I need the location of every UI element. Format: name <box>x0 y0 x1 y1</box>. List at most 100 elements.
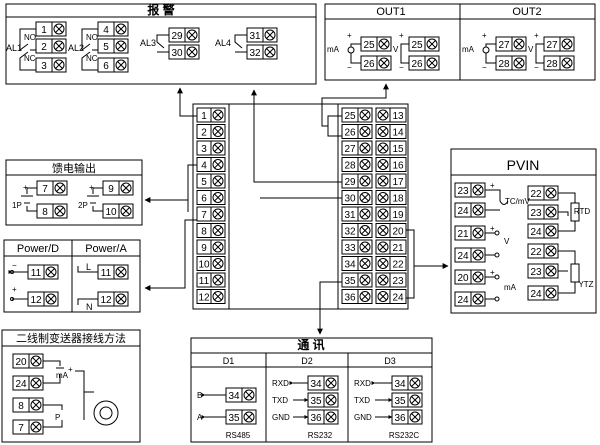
screw-head-icon <box>359 274 371 286</box>
screw-slot-icon <box>379 210 387 218</box>
output-terminal-number: 26 <box>363 59 375 70</box>
screw-slot-icon <box>117 295 125 303</box>
alarm-relay-label: AL1 <box>6 43 22 53</box>
screw-head-icon <box>212 192 224 203</box>
terminal-block-outline <box>192 103 409 310</box>
plus-sign: + <box>89 183 94 192</box>
twowire-box <box>1 329 141 443</box>
feed-terminal-number: 10 <box>105 207 117 218</box>
screw-head-icon <box>426 38 438 50</box>
comm-column-head: D1 <box>223 356 235 366</box>
alarm-terminal-number: 31 <box>249 31 261 42</box>
feed-wire <box>92 187 103 212</box>
relay-contact-wire <box>234 34 247 53</box>
terminal-number: 33 <box>344 243 356 254</box>
screw-slot-icon <box>361 276 369 284</box>
pvin-ma-label: mA <box>504 283 517 292</box>
screw-terminal-icon <box>357 239 373 255</box>
pvin-terminal-number: 20 <box>457 273 469 284</box>
alarm-terminal-number: 5 <box>103 42 109 53</box>
comm-standard-label: RS232 <box>308 431 333 440</box>
screw-terminal-icon <box>210 157 226 172</box>
output-meter-icon <box>347 46 355 54</box>
screw-slot-icon <box>547 267 555 275</box>
pvin-rtd-label: RTD <box>574 207 591 216</box>
terminal-number: 34 <box>344 260 356 271</box>
terminal-number: 13 <box>392 111 404 122</box>
feed-terminal-number: 7 <box>42 184 48 195</box>
relay-contact-wire <box>81 51 98 71</box>
screw-head-icon <box>545 265 557 277</box>
screw-head-icon <box>409 411 421 423</box>
screw-head-icon <box>359 126 371 137</box>
screw-terminal-icon <box>113 21 129 37</box>
screw-head-icon <box>212 109 224 121</box>
screw-terminal-icon <box>118 203 134 219</box>
transmitter-icon <box>93 400 119 426</box>
resistor-icon <box>570 202 580 222</box>
alarm-no-label: NO <box>86 33 98 42</box>
screw-terminal-icon <box>210 272 226 288</box>
screw-head-icon <box>53 59 65 71</box>
connector-wire <box>177 87 197 117</box>
screw-terminal-icon <box>210 256 226 271</box>
screw-head-icon <box>212 175 224 187</box>
screw-terminal-icon <box>424 55 440 71</box>
screw-head-icon <box>359 159 371 170</box>
pvin-terminal-number: 21 <box>457 229 469 240</box>
screw-head-icon <box>243 411 255 423</box>
screw-slot-icon <box>47 295 55 303</box>
connector-wire <box>144 219 197 291</box>
screw-head-icon <box>30 421 42 433</box>
pvin-terminal-number: 24 <box>530 227 542 238</box>
comm-signal-label: TXD <box>354 396 370 405</box>
comm-signal-label: B <box>197 391 202 400</box>
screw-terminal-icon <box>52 203 68 219</box>
power-wire <box>77 266 98 305</box>
power-n-label: N <box>86 302 93 312</box>
screw-slot-icon <box>55 25 63 33</box>
screw-slot-icon <box>361 127 369 136</box>
screw-slot-icon <box>214 243 222 251</box>
terminal-number: 16 <box>392 161 404 172</box>
screw-head-icon <box>359 291 371 302</box>
screw-head-icon <box>115 59 127 71</box>
screw-terminal-icon <box>113 57 129 73</box>
out1-title: OUT1 <box>376 6 405 18</box>
alarm-terminal-number: 2 <box>41 42 47 53</box>
screw-slot-icon <box>266 31 274 39</box>
screw-terminal-icon <box>357 107 373 123</box>
screw-head-icon <box>545 287 557 299</box>
screw-head-icon <box>212 258 224 269</box>
screw-terminal-icon <box>113 264 129 280</box>
screw-slot-icon <box>214 160 222 169</box>
screw-terminal-icon <box>262 27 278 43</box>
output-terminal-number: 26 <box>411 59 423 70</box>
screw-slot-icon <box>379 177 387 185</box>
screw-head-icon <box>377 192 389 203</box>
screw-terminal-icon <box>357 190 373 205</box>
screw-slot-icon <box>122 207 130 215</box>
screw-head-icon <box>212 142 224 154</box>
screw-head-icon <box>561 57 573 69</box>
terminal-number: 4 <box>201 161 207 172</box>
screw-terminal-icon <box>357 272 373 288</box>
terminal-number: 20 <box>392 227 404 238</box>
resistor-icon <box>570 263 580 283</box>
screw-slot-icon <box>361 210 369 218</box>
feed-box <box>5 159 143 226</box>
screw-head-icon <box>545 225 557 237</box>
screw-slot-icon <box>214 210 222 218</box>
twowire-wire <box>43 404 63 428</box>
twowire-terminal-number: 24 <box>15 379 27 390</box>
pvin-terminal-number: 23 <box>530 267 542 278</box>
alarm-relay-label: AL2 <box>68 43 84 53</box>
terminal-number: 18 <box>392 194 404 205</box>
screw-head-icon <box>377 159 389 170</box>
screw-terminal-icon <box>357 289 373 304</box>
screw-head-icon <box>409 377 421 389</box>
pvin-ytz-label: YTZ <box>578 280 593 289</box>
output-wire <box>535 43 544 64</box>
screw-terminal-icon <box>511 55 527 71</box>
